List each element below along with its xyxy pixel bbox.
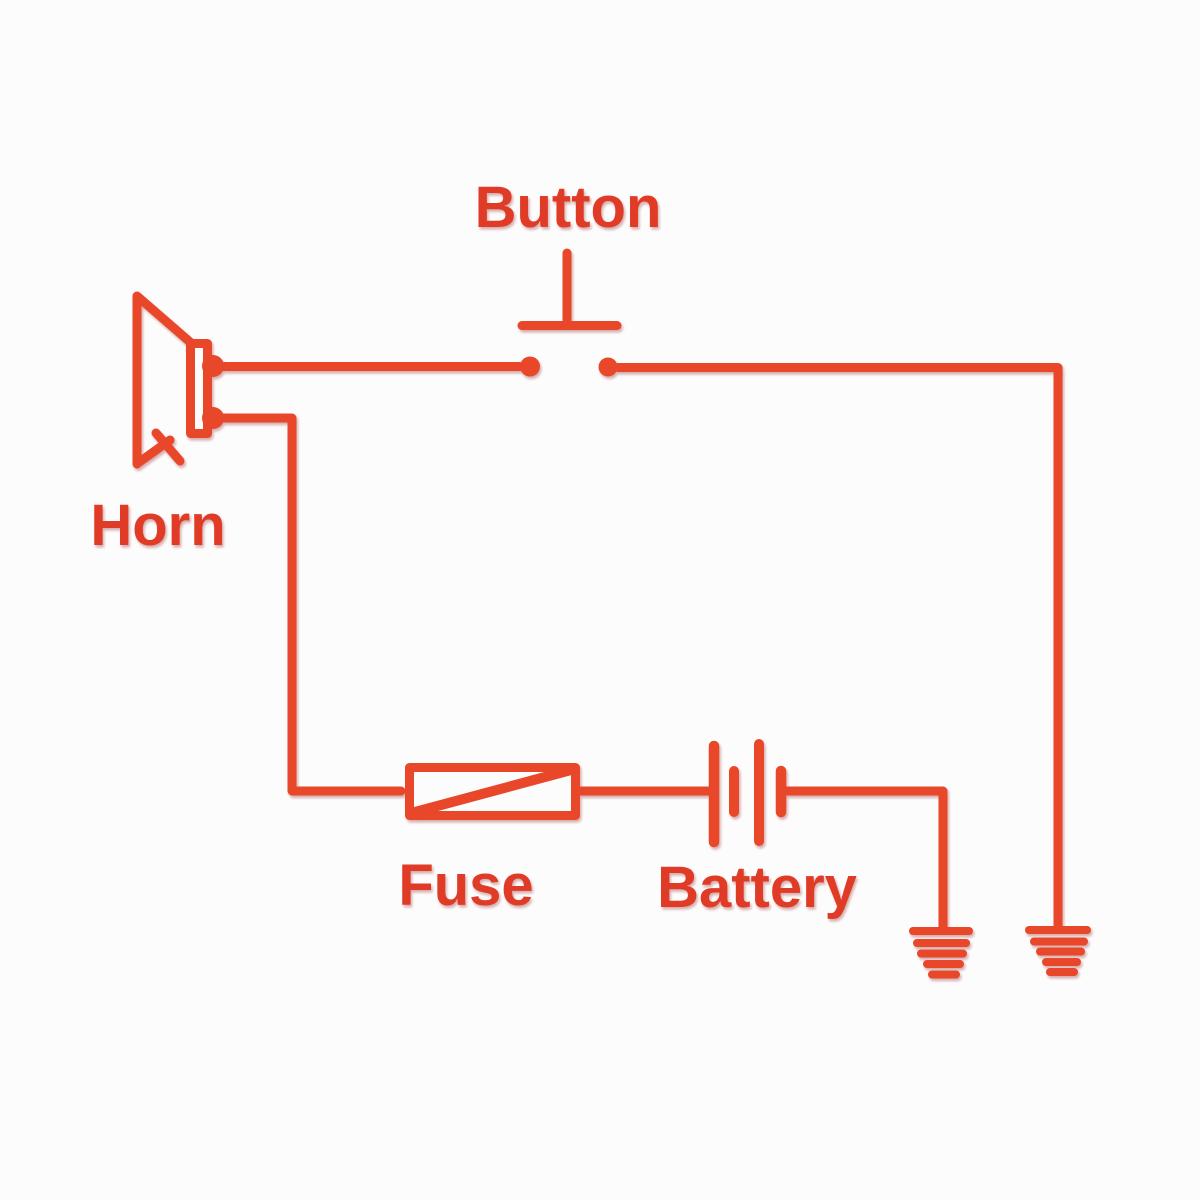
horn-symbol	[132, 291, 224, 469]
horn-terminal-top	[202, 355, 224, 377]
horn-label: Horn	[90, 493, 225, 558]
wire-battery-to-left-ground	[781, 786, 948, 934]
ground-symbol-left	[909, 927, 973, 979]
button-symbol	[517, 248, 622, 377]
horn-bracket	[151, 428, 185, 466]
button-contact-right-dot	[598, 357, 618, 377]
fuse-label: Fuse	[398, 853, 533, 918]
fuse-symbol	[405, 763, 580, 820]
ground-symbol-right	[1025, 926, 1091, 976]
battery-symbol	[708, 739, 787, 848]
wire-horn-to-fuse	[214, 413, 406, 796]
horn-terminal-bottom	[202, 407, 224, 429]
button-label: Button	[475, 175, 662, 240]
button-contact-left-dot	[520, 356, 540, 377]
battery-label: Battery	[657, 855, 857, 920]
wire-button-to-right-ground	[613, 363, 1063, 934]
horn-flare	[132, 291, 195, 469]
fuse-diagonal	[410, 765, 576, 817]
